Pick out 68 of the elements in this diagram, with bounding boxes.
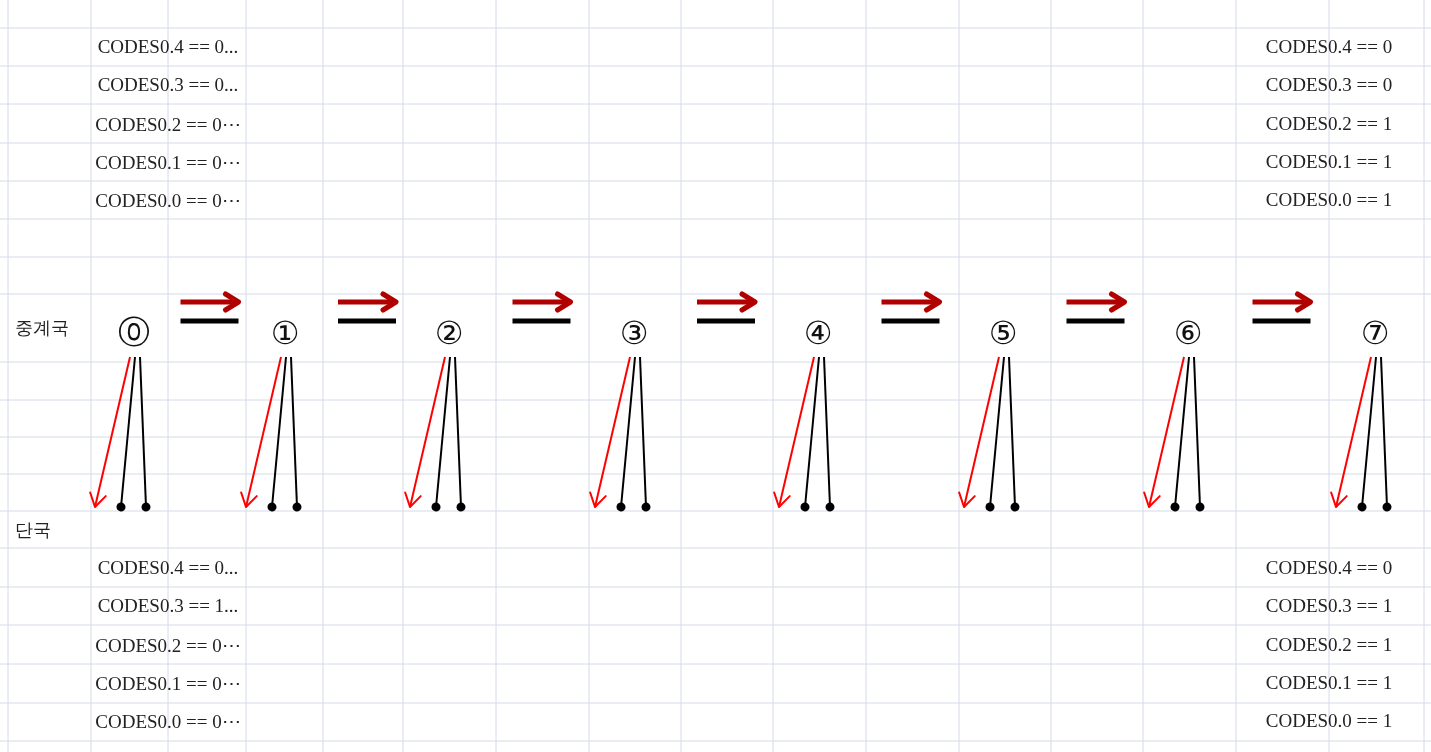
cell-text: CODES0.3 == 0... bbox=[97, 74, 239, 97]
line bbox=[1066, 318, 1125, 324]
arrow bbox=[881, 291, 942, 313]
line bbox=[1252, 318, 1311, 324]
cell-text: CODES0.4 == 0... bbox=[97, 36, 239, 58]
dot-ended-line bbox=[616, 356, 636, 512]
row-label: 단국 bbox=[15, 518, 51, 542]
circled-number: ⑤ bbox=[984, 311, 1022, 355]
circled-number: ① bbox=[266, 311, 304, 355]
circled-number: ⑦ bbox=[1356, 311, 1394, 355]
arrow bbox=[1066, 291, 1127, 313]
cell-text: CODES0.0 == 0⋯ bbox=[95, 188, 241, 212]
dot-ended-line bbox=[985, 356, 1005, 512]
arrow bbox=[338, 291, 399, 313]
line bbox=[697, 318, 755, 324]
dot-ended-line bbox=[1357, 356, 1377, 512]
cell-text: CODES0.1 == 0⋯ bbox=[95, 150, 241, 174]
dot-ended-line bbox=[1193, 356, 1205, 512]
cell-text: CODES0.4 == 0 bbox=[1265, 557, 1393, 579]
cell-text: CODES0.4 == 0... bbox=[97, 557, 239, 579]
cell-text: CODES0.0 == 0⋯ bbox=[95, 709, 241, 733]
line bbox=[512, 318, 571, 324]
arrow bbox=[1252, 291, 1313, 313]
arrow bbox=[512, 291, 573, 313]
line bbox=[881, 318, 940, 324]
dot-ended-line bbox=[1380, 356, 1392, 512]
dot-ended-line bbox=[800, 356, 820, 512]
arrow bbox=[958, 356, 1000, 508]
cell-text: CODES0.1 == 0⋯ bbox=[95, 671, 241, 695]
line bbox=[180, 318, 239, 324]
dot-ended-line bbox=[639, 356, 651, 512]
dot-ended-line bbox=[1008, 356, 1020, 512]
arrow bbox=[180, 291, 241, 313]
cell-text: CODES0.1 == 1 bbox=[1265, 150, 1393, 173]
arrow bbox=[1330, 356, 1372, 508]
arrow bbox=[404, 356, 446, 508]
cell-text: CODES0.2 == 0⋯ bbox=[95, 112, 241, 136]
dot-ended-line bbox=[1170, 356, 1190, 512]
cell-text: CODES0.2 == 1 bbox=[1265, 112, 1393, 135]
cell-text: CODES0.3 == 0 bbox=[1265, 74, 1393, 97]
dot-ended-line bbox=[431, 356, 451, 512]
arrow bbox=[89, 356, 131, 508]
cell-text: CODES0.2 == 0⋯ bbox=[95, 633, 241, 657]
dot-ended-line bbox=[267, 356, 287, 512]
arrow bbox=[1143, 356, 1185, 508]
circled-number: ② bbox=[430, 311, 468, 355]
cell-text: CODES0.1 == 1 bbox=[1265, 671, 1393, 694]
circled-number: ③ bbox=[615, 311, 653, 355]
cell-text: CODES0.3 == 1 bbox=[1265, 595, 1393, 618]
arrow bbox=[240, 356, 282, 508]
dot-ended-line bbox=[454, 356, 466, 512]
cell-text: CODES0.4 == 0 bbox=[1265, 36, 1393, 58]
row-label: 중계국 bbox=[15, 316, 69, 340]
arrow bbox=[773, 356, 815, 508]
cell-text: CODES0.2 == 1 bbox=[1265, 633, 1393, 656]
dot-ended-line bbox=[139, 356, 151, 512]
line bbox=[338, 318, 396, 324]
dot-ended-line bbox=[823, 356, 835, 512]
circled-number: ⑥ bbox=[1169, 311, 1207, 355]
cell-text: CODES0.0 == 1 bbox=[1265, 710, 1393, 733]
dot-ended-line bbox=[116, 356, 136, 512]
cell-text: CODES0.0 == 1 bbox=[1265, 189, 1393, 212]
circled-number: ④ bbox=[799, 311, 837, 355]
arrow bbox=[697, 291, 758, 313]
circled-number: ⓪ bbox=[115, 311, 153, 355]
arrow bbox=[589, 356, 631, 508]
dot-ended-line bbox=[290, 356, 302, 512]
cell-text: CODES0.3 == 1... bbox=[97, 595, 239, 618]
